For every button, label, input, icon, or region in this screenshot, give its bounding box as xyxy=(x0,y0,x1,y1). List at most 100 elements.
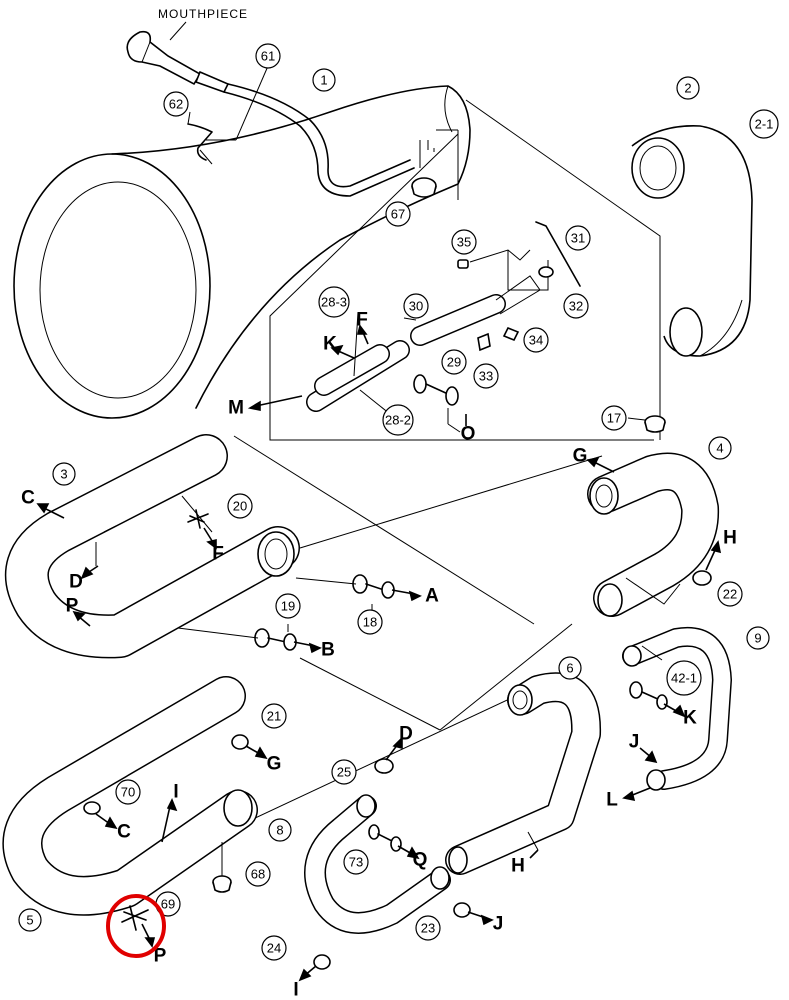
callout-circle xyxy=(343,849,369,875)
ref-letter: K xyxy=(323,334,337,355)
tube-3 xyxy=(5,434,300,659)
callout-42-1: 42-1 xyxy=(666,660,702,696)
callout-number: 28-3 xyxy=(321,295,347,310)
bow-section xyxy=(631,125,753,357)
callout-circle xyxy=(357,609,383,635)
callout-circle xyxy=(163,91,189,117)
highlight-circle xyxy=(106,894,166,958)
callout-number: 68 xyxy=(251,867,265,882)
part-70-cap xyxy=(83,801,101,815)
callout-number: 62 xyxy=(169,97,183,112)
callout-number: 28-2 xyxy=(385,413,411,428)
callout-circle xyxy=(227,493,253,519)
callout-number: 73 xyxy=(349,855,363,870)
callout-17: 17 xyxy=(601,405,627,431)
callout-35: 35 xyxy=(451,229,477,255)
callout-number: 34 xyxy=(529,333,543,348)
callout-73: 73 xyxy=(343,849,369,875)
ref-letter: J xyxy=(493,914,504,935)
ref-letter: B xyxy=(321,640,335,661)
ref-letter: I xyxy=(293,980,298,1000)
part-62-clip xyxy=(187,123,213,165)
ref-letter: F xyxy=(212,544,224,565)
callout-number: 31 xyxy=(571,231,585,246)
ref-letter: P xyxy=(66,596,79,617)
tube-8 xyxy=(304,794,451,934)
callout-8: 8 xyxy=(268,818,292,842)
part-31-bracket xyxy=(469,221,581,291)
callout-number: 32 xyxy=(569,299,583,314)
callout-25: 25 xyxy=(331,759,357,785)
callout-number: 17 xyxy=(607,411,621,426)
ref-letter: H xyxy=(723,528,737,549)
part-68-cap xyxy=(212,875,232,893)
part-33-screw xyxy=(477,332,491,352)
callout-number: 70 xyxy=(121,785,135,800)
part-42-1-stopper xyxy=(629,681,668,710)
callout-62: 62 xyxy=(163,91,189,117)
callout-number: 19 xyxy=(281,599,295,614)
callout-number: 42-1 xyxy=(671,671,697,686)
callout-number: 24 xyxy=(267,941,281,956)
callout-number: 6 xyxy=(566,661,573,676)
callout-61: 61 xyxy=(255,43,281,69)
part-18-stopper xyxy=(352,574,395,599)
ref-letter: D xyxy=(399,724,413,745)
callout-circle xyxy=(558,656,582,680)
part-22-cap xyxy=(692,570,712,586)
ref-arrows xyxy=(36,324,722,982)
callout-circle xyxy=(115,779,141,805)
ref-letter: M xyxy=(228,398,244,419)
callout-34: 34 xyxy=(523,327,549,353)
callout-number: 35 xyxy=(457,235,471,250)
part-17-cap xyxy=(644,415,666,433)
callout-29: 29 xyxy=(441,349,467,375)
tube-4 xyxy=(587,452,720,617)
callout-circle xyxy=(473,363,499,389)
callout-28-3: 28-3 xyxy=(318,286,350,318)
mouthpiece-caption: MOUTHPIECE xyxy=(158,7,248,21)
part-19-stopper xyxy=(254,628,297,651)
callout-number: 22 xyxy=(723,587,737,602)
callout-circle xyxy=(563,293,589,319)
valve-tubes xyxy=(306,275,541,412)
ref-letter: P xyxy=(154,946,167,967)
ref-letter: C xyxy=(21,488,35,509)
callout-circle xyxy=(385,201,411,227)
callout-number: 1 xyxy=(320,73,327,88)
callout-5: 5 xyxy=(18,908,42,932)
ref-letter: C xyxy=(117,822,131,843)
callout-circle xyxy=(331,759,357,785)
callout-circle xyxy=(601,405,627,431)
ref-letter: Q xyxy=(413,850,428,871)
part-24-cap xyxy=(313,954,331,970)
callout-19: 19 xyxy=(275,593,301,619)
callout-2: 2 xyxy=(676,76,700,100)
callout-circle xyxy=(255,43,281,69)
ref-letter: A xyxy=(425,586,439,607)
callout-circle xyxy=(523,327,549,353)
ref-letter: G xyxy=(573,446,588,467)
tube-5 xyxy=(2,676,258,916)
callout-21: 21 xyxy=(261,703,287,729)
callout-number: 25 xyxy=(337,765,351,780)
part-73-stopper xyxy=(368,824,402,852)
callout-circle xyxy=(565,225,591,251)
ref-letter: F xyxy=(356,310,368,331)
callout-circle xyxy=(676,76,700,100)
callout-number: 2 xyxy=(684,81,691,96)
mouthpiece xyxy=(126,30,415,197)
callout-circle xyxy=(268,818,292,842)
callout-number: 8 xyxy=(276,823,283,838)
callout-23: 23 xyxy=(415,915,441,941)
callout-number: 21 xyxy=(267,709,281,724)
part-21-cap xyxy=(231,734,249,750)
callout-number: 3 xyxy=(60,467,67,482)
callout-70: 70 xyxy=(115,779,141,805)
callout-number: 23 xyxy=(421,921,435,936)
callout-2-1: 2-1 xyxy=(749,109,779,139)
callout-circle xyxy=(749,109,779,139)
callout-number: 18 xyxy=(363,615,377,630)
